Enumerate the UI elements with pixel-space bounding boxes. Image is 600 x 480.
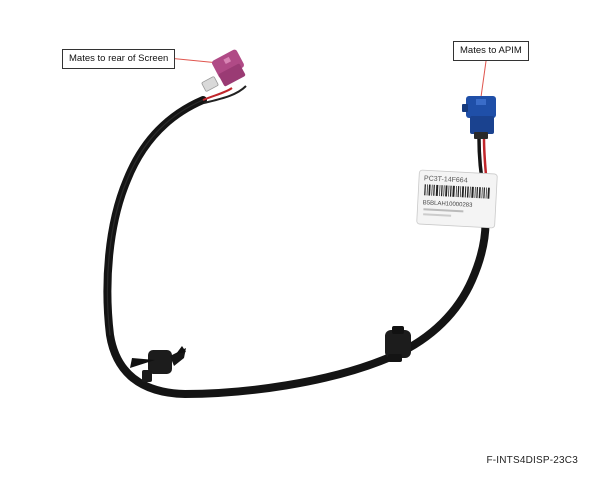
screen-callout-leader <box>167 57 220 64</box>
retainer-clip-right <box>385 326 411 362</box>
label-barcode <box>424 184 490 199</box>
part-number-caption: F-INTS4DISP-23C3 <box>486 455 578 466</box>
label-part-prefix: PC3T-14F664 <box>424 175 468 184</box>
label-barcode-id: B5BLAH10000283 <box>423 200 474 209</box>
main-cable-highlight <box>106 99 204 336</box>
part-label: PC3T-14F664 <box>416 169 498 229</box>
wire-red-screen <box>202 87 233 101</box>
apim-callout-leader <box>480 53 488 98</box>
push-clip-left <box>130 346 186 382</box>
apim-connector <box>462 96 496 139</box>
apim-callout: Mates to APIM <box>453 41 529 61</box>
screen-callout: Mates to rear of Screen <box>62 49 176 69</box>
main-cable <box>103 96 490 399</box>
wire-black-screen <box>203 85 247 104</box>
screen-connector <box>201 49 246 92</box>
